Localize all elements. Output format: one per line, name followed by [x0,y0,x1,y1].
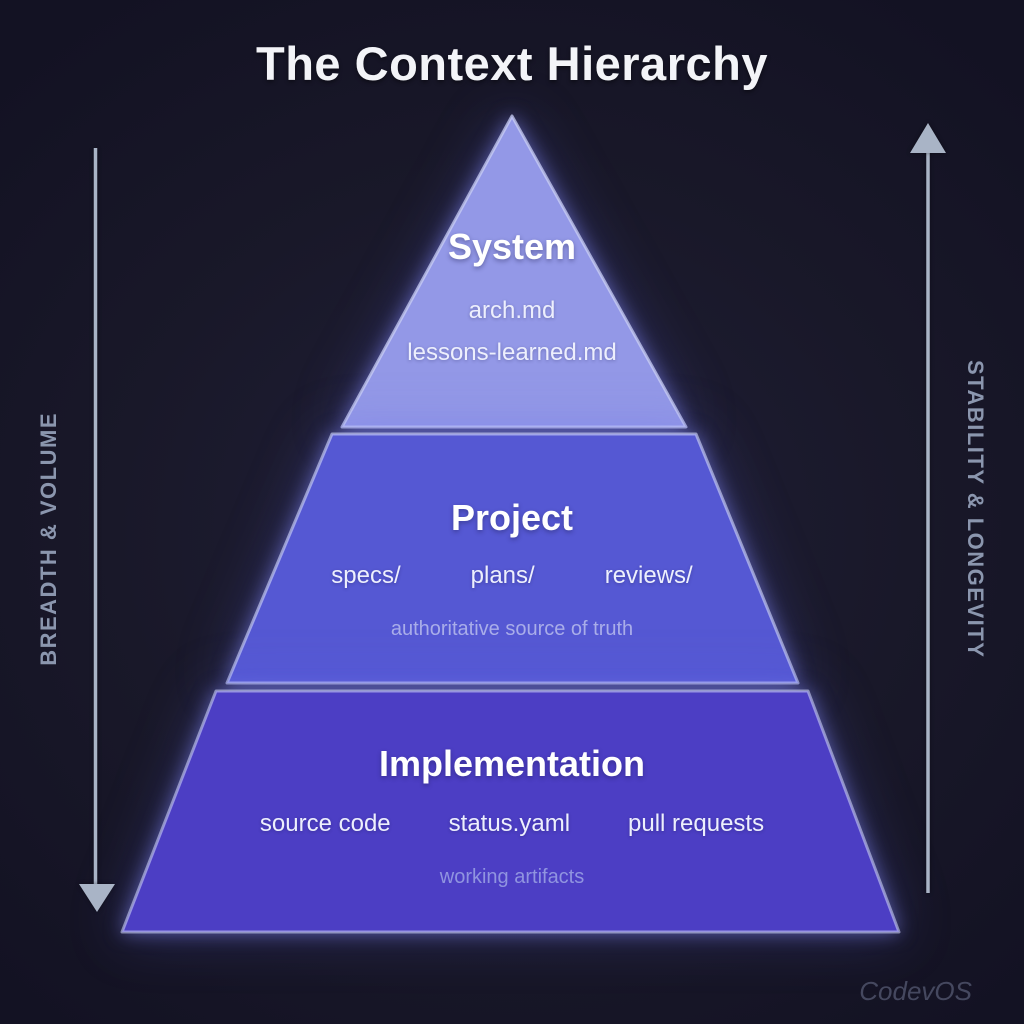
tier-implementation-item: status.yaml [448,810,571,837]
tier-project-heading: Project [450,497,574,538]
left-axis-label: BREADTH & VOLUME [36,412,61,666]
tier-implementation-heading: Implementation [378,743,646,784]
tier-system-item: arch.md [468,297,556,324]
tier-system-item: lessons-learned.md [407,339,617,366]
tier-project-items: specs/ plans/ reviews/ [331,562,692,590]
tier-implementation-item: pull requests [628,810,765,837]
down-arrow-icon [79,884,115,912]
tier-project-shape [225,432,800,685]
tier-project-item: plans/ [470,562,535,589]
tier-project-caption: authoritative source of truth [390,618,634,640]
right-axis-label: STABILITY & LONGEVITY [963,360,988,659]
page-title: The Context Hierarchy [256,37,768,90]
tier-implementation-caption: working artifacts [439,866,585,888]
tier-system-heading: System [447,226,577,267]
up-arrow-icon [910,123,946,153]
tier-project-item: reviews/ [604,562,693,589]
watermark: CodevOS [859,976,972,1006]
tier-project-item: specs/ [331,562,401,589]
tier-implementation-item: source code [259,810,391,837]
tier-implementation-shape [120,689,901,934]
tier-implementation-items: source code status.yaml pull requests [260,810,764,838]
tier-system-shape [340,114,688,429]
